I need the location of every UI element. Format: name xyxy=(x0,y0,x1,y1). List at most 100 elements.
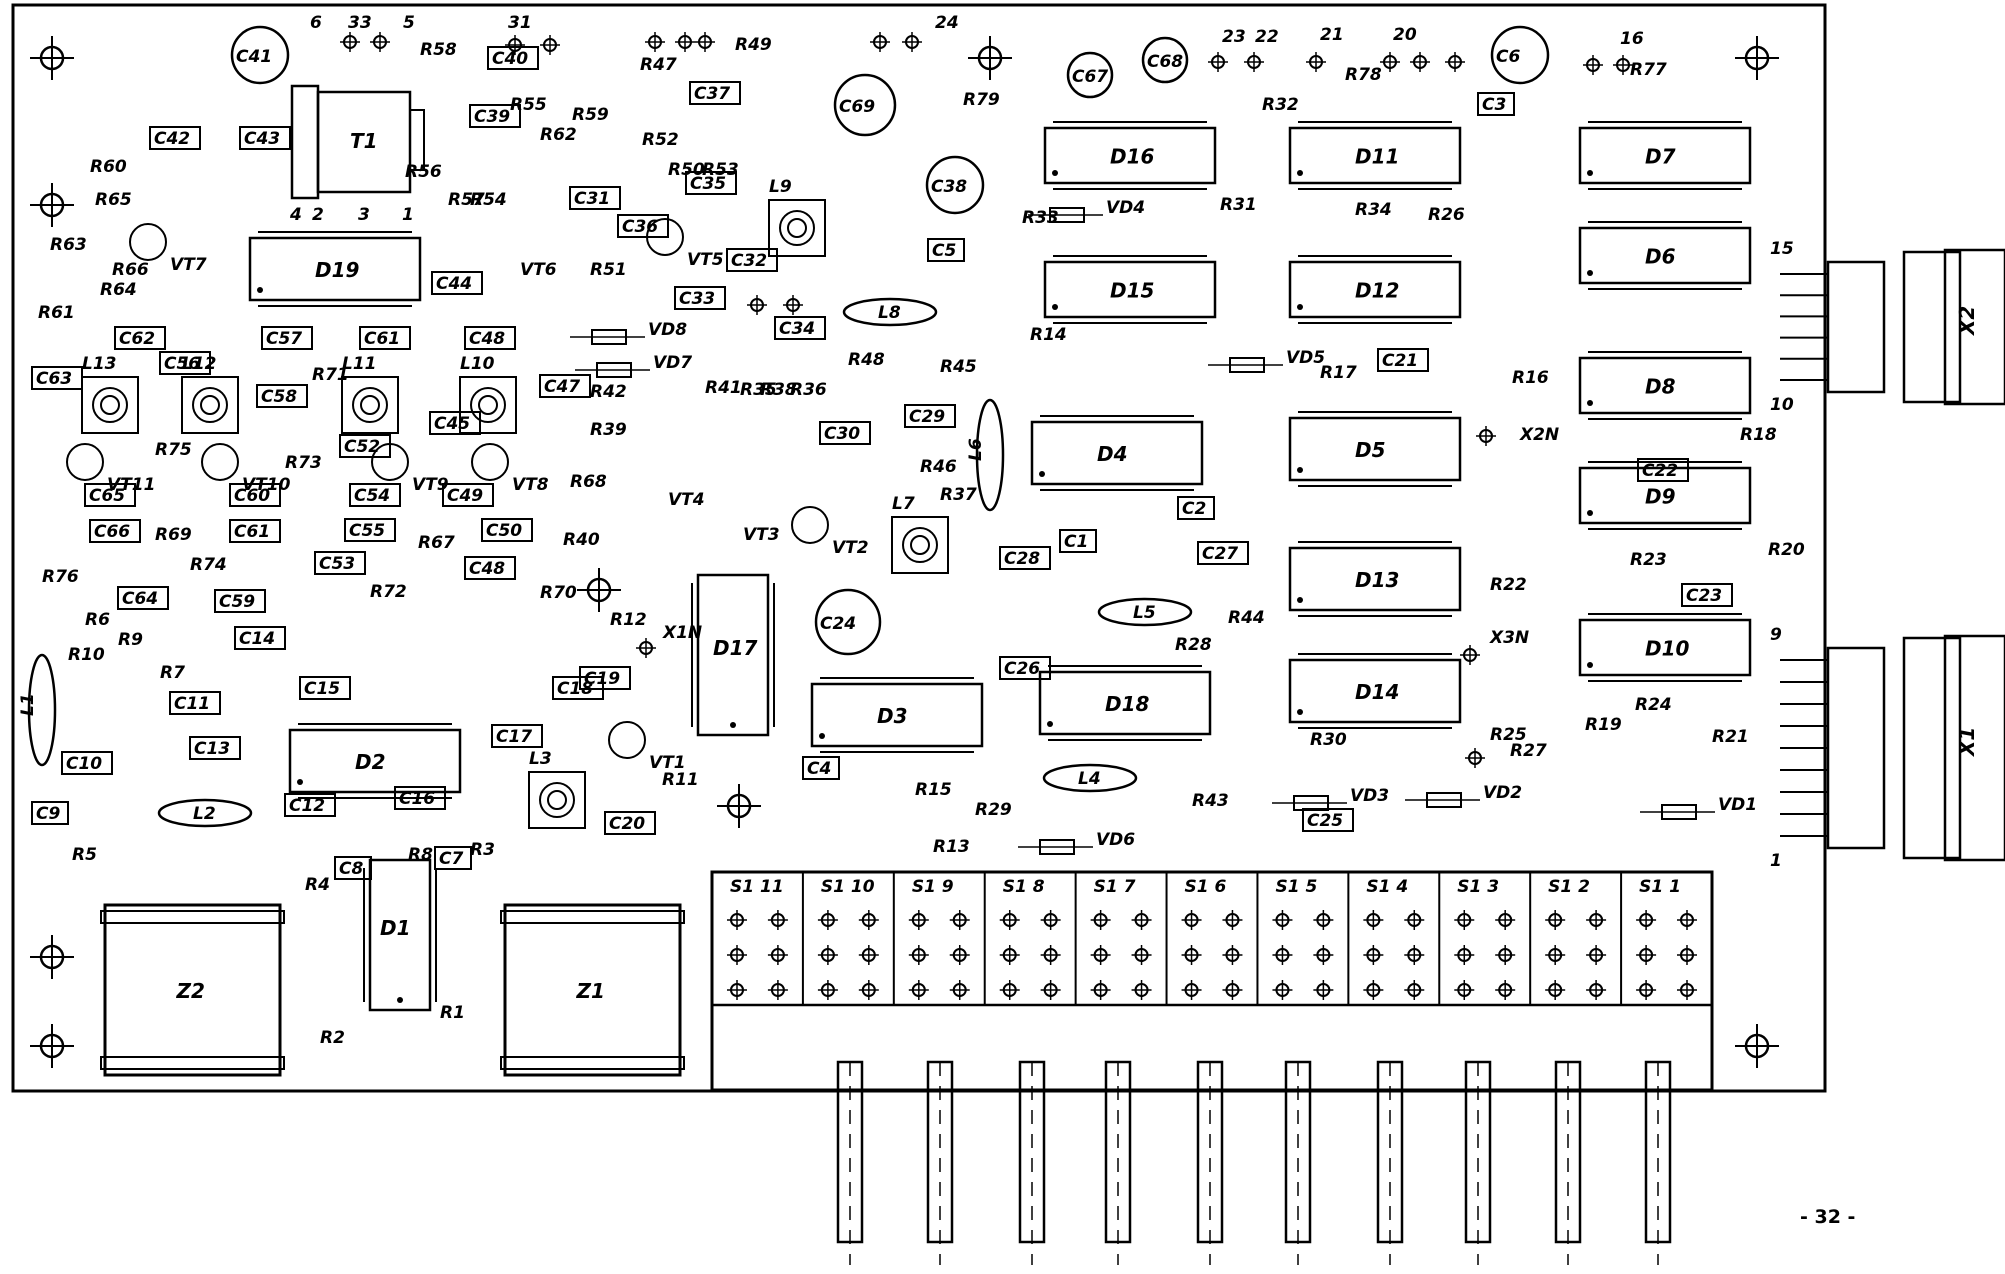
capacitor-label: C39 xyxy=(474,107,510,127)
test-point-label: X2N xyxy=(1519,425,1559,445)
pad-number: 22 xyxy=(1255,27,1279,47)
capacitor-c11: C11 xyxy=(169,691,221,715)
pad-number: 24 xyxy=(935,13,959,33)
filter-z2: Z2 xyxy=(100,903,285,1077)
chip-body xyxy=(1578,466,1752,525)
connector-label: X2 xyxy=(1955,306,1979,337)
resistor-label: R18 xyxy=(1740,425,1777,445)
capacitor-body xyxy=(314,551,366,575)
transistor-label: VT7 xyxy=(170,255,207,275)
resistor-label: R40 xyxy=(563,530,600,550)
transistor-label: VT3 xyxy=(743,525,780,545)
electrolytic-c24: C24 xyxy=(814,588,882,656)
resistor-label: R75 xyxy=(155,440,192,460)
capacitor-c16: C16 xyxy=(394,786,446,810)
resistor-label: R19 xyxy=(1585,715,1622,735)
capacitor-c60: C60 xyxy=(229,483,281,507)
capacitor-body xyxy=(189,736,241,760)
chip-key-dot xyxy=(1297,170,1303,176)
resistor-label: R56 xyxy=(405,162,442,182)
chip-label: D8 xyxy=(1645,375,1676,399)
inductor-body xyxy=(975,398,1005,512)
chip-d6: D6 xyxy=(1578,221,1752,290)
inductor-core xyxy=(539,782,575,818)
capacitor-label: C17 xyxy=(496,727,532,747)
resistor-label: R43 xyxy=(1192,791,1229,811)
chip-label: D1 xyxy=(380,916,411,940)
pad xyxy=(370,32,390,52)
chip-d5: D5 xyxy=(1288,411,1462,487)
chip-d15: D15 xyxy=(1043,255,1217,324)
resistor-label: R59 xyxy=(572,105,609,125)
inductor-core xyxy=(787,218,807,238)
capacitor-c34: C34 xyxy=(774,316,826,340)
inductor-core xyxy=(352,387,388,423)
capacitor-body xyxy=(31,801,69,825)
capacitor-c37: C37 xyxy=(689,81,741,105)
switch-label: S1 9 xyxy=(912,877,954,897)
inductor-can xyxy=(341,376,399,434)
chip-label: D15 xyxy=(1110,279,1154,303)
chip-key-dot xyxy=(1297,597,1303,603)
capacitor-label: C22 xyxy=(1642,461,1678,481)
inductor-l11: L11 xyxy=(341,354,399,434)
capacitor-label: C61 xyxy=(364,329,400,349)
pad xyxy=(505,35,525,55)
transistor-body xyxy=(129,223,167,261)
chip-d12: D12 xyxy=(1288,255,1462,324)
chip-body xyxy=(1288,658,1462,724)
capacitor-c13: C13 xyxy=(189,736,241,760)
capacitor-c23: C23 xyxy=(1681,583,1733,607)
mounting-hole xyxy=(1735,36,1779,80)
switch-label: S1 10 xyxy=(821,877,875,897)
capacitor-body xyxy=(999,546,1051,570)
capacitor-c52: C52 xyxy=(339,434,391,458)
capacitor-label: C56 xyxy=(164,354,200,374)
connector-pin-number: 15 xyxy=(1770,239,1794,259)
capacitor-c39: C39 xyxy=(469,104,521,128)
switch-section: S1 8 xyxy=(983,872,1061,1005)
inductor-body xyxy=(842,297,938,327)
diode-vd6: VD6 xyxy=(1018,830,1135,855)
chip-label: D14 xyxy=(1355,680,1399,704)
inductor-core xyxy=(192,387,228,423)
chip-key-dot xyxy=(1297,467,1303,473)
capacitor-label: C60 xyxy=(234,486,270,506)
capacitor-label: C66 xyxy=(94,522,130,542)
capacitor-body xyxy=(487,46,539,70)
chip-d13: D13 xyxy=(1288,541,1462,617)
pad xyxy=(1306,52,1326,72)
capacitor-c63: C63 xyxy=(31,366,83,390)
resistor-label: R17 xyxy=(1320,363,1357,383)
resistor-label: R51 xyxy=(590,260,627,280)
fixed-geometry-layer xyxy=(30,32,1779,1068)
inductor-core xyxy=(478,395,498,415)
capacitor-c50: C50 xyxy=(481,518,533,542)
capacitor-c55: C55 xyxy=(344,518,396,542)
resistor-label: R36 xyxy=(790,380,827,400)
chip-d11: D11 xyxy=(1288,121,1462,190)
capacitor-label: C53 xyxy=(319,554,355,574)
inductor-body xyxy=(27,653,57,767)
transistor-label: VT2 xyxy=(832,538,869,558)
pad xyxy=(1445,52,1465,72)
capacitor-c1: C1 xyxy=(1059,529,1097,553)
capacitor-body xyxy=(726,248,778,272)
diode-vd7: VD7 xyxy=(575,353,692,378)
capacitor-body xyxy=(214,589,266,613)
chip-d14: D14 xyxy=(1288,653,1462,729)
electrolytic-label: C41 xyxy=(236,47,272,67)
chip-d7: D7 xyxy=(1578,121,1752,190)
capacitor-body xyxy=(344,518,396,542)
capacitor-label: C54 xyxy=(354,486,390,506)
capacitor-body xyxy=(774,316,826,340)
chip-key-dot xyxy=(1052,304,1058,310)
capacitor-label: C15 xyxy=(304,679,340,699)
resistor-label: R6 xyxy=(85,610,110,630)
capacitor-label: C25 xyxy=(1307,811,1343,831)
capacitor-body xyxy=(239,126,291,150)
capacitor-body xyxy=(819,421,871,445)
electrolytic-c67: C67 xyxy=(1066,51,1114,99)
